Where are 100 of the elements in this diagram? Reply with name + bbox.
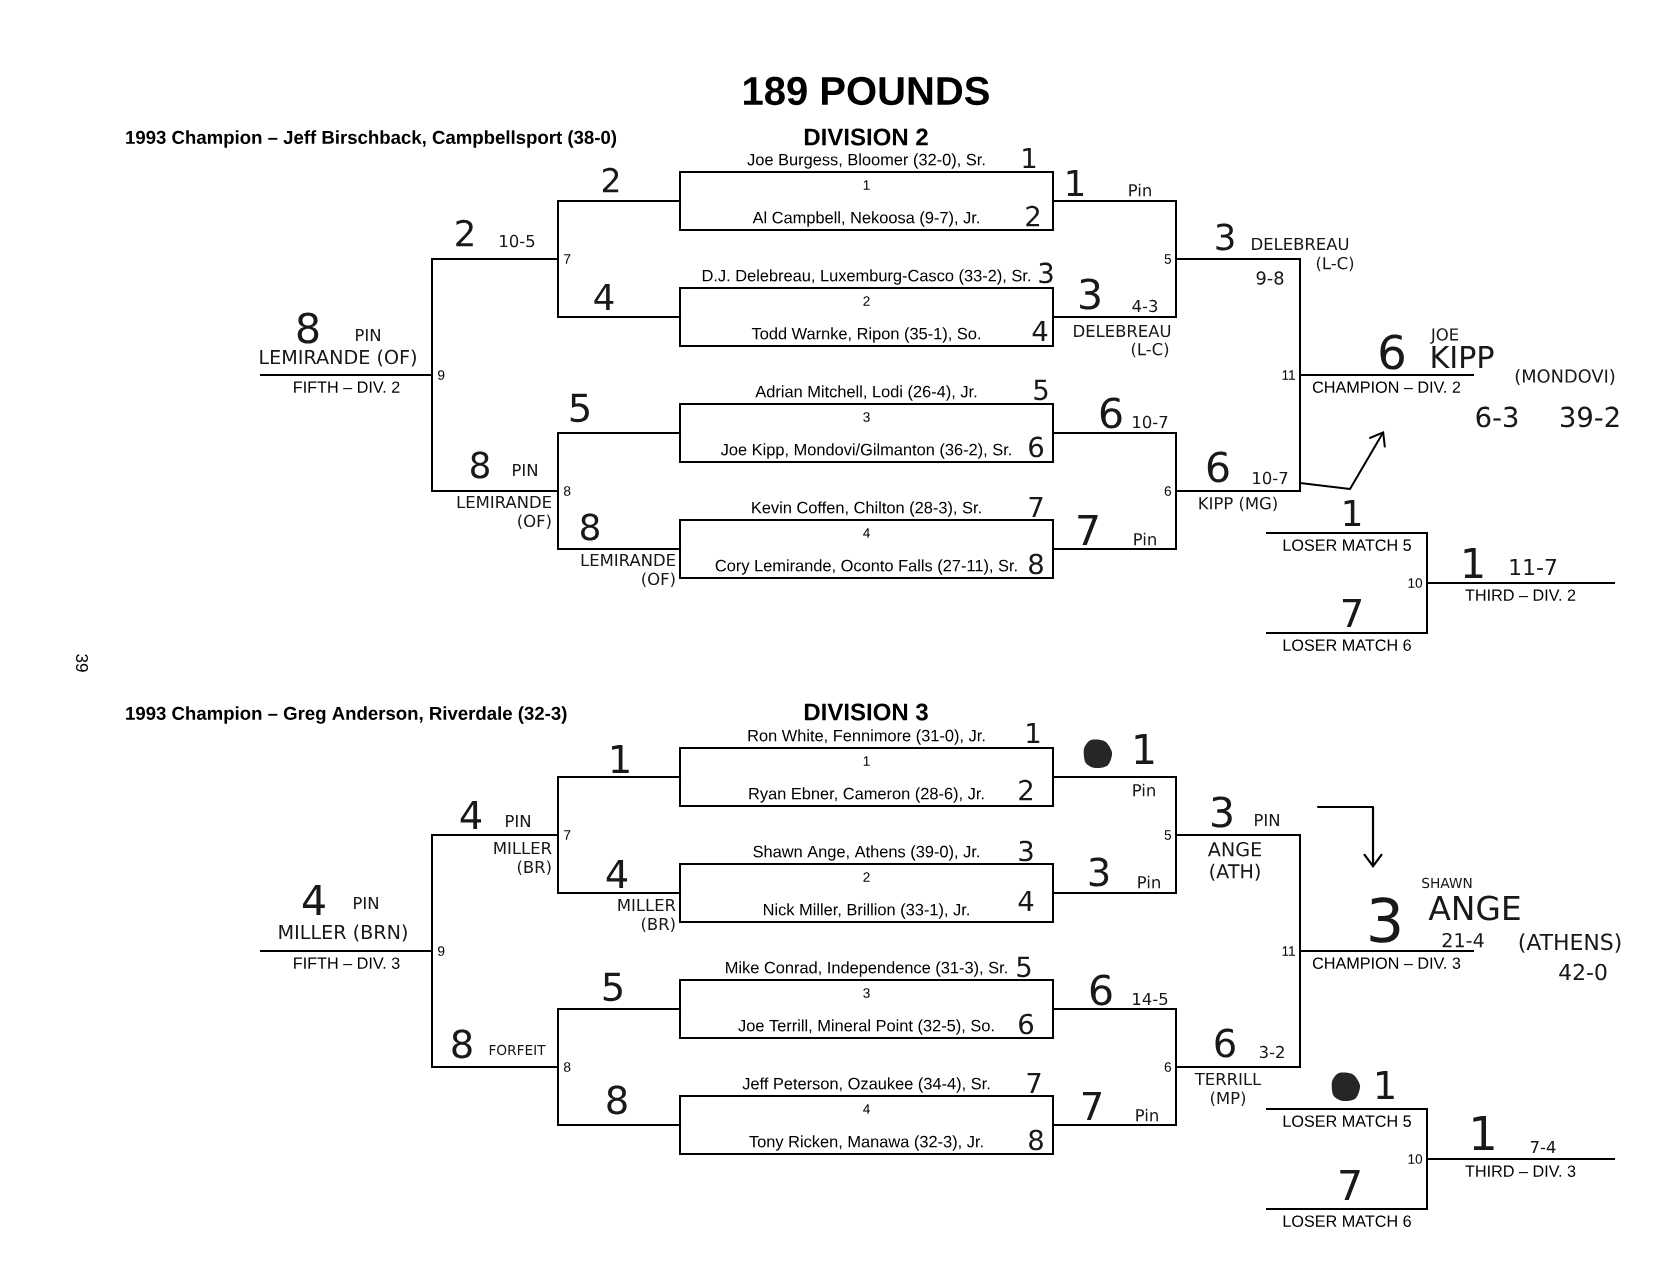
handwritten-note: PIN (356, 329, 380, 341)
place-label: LOSER MATCH 5 (1283, 1115, 1411, 1127)
page-number: 39 (76, 654, 88, 672)
handwritten-number: 5 (1017, 956, 1031, 978)
handwritten-number: 5 (570, 393, 589, 423)
wrestler-name: Ron White, Fennimore (31-0), Jr. (748, 729, 985, 745)
handwritten-note: Pin (1138, 875, 1160, 889)
match-number: 4 (863, 528, 870, 538)
handwritten-number: 3 (1212, 796, 1232, 828)
handwritten-number: 6 (1380, 334, 1404, 370)
handwritten-note: ANGE (ATH) (1207, 842, 1261, 881)
handwritten-number: 8 (581, 513, 599, 541)
handwritten-note: (L-C) (1316, 256, 1354, 272)
handwritten-number: 1 (612, 745, 629, 773)
handwritten-number: 6 (1215, 1028, 1235, 1058)
handwritten-note: DELEBREAU (1074, 324, 1171, 338)
handwritten-note: Pin (1129, 183, 1151, 197)
handwritten-number: 4 (302, 885, 325, 915)
handwritten-number: 2 (456, 219, 473, 247)
arrow (1299, 431, 1386, 490)
bracket-line (1052, 1008, 1177, 1010)
handwritten-note: LEMIRANDE (OF) (581, 554, 675, 588)
bracket-line (1175, 490, 1301, 492)
bracket-line (1299, 374, 1474, 376)
handwritten-note: 14-5 (1133, 992, 1168, 1006)
handwritten-number: 5 (1034, 379, 1048, 401)
match-number: 4 (863, 1104, 870, 1114)
bracket-line (260, 374, 433, 376)
handwritten-note: PIN (506, 815, 530, 827)
place-label: THIRD – DIV. 3 (1465, 1165, 1576, 1177)
bracket-line (1052, 776, 1177, 778)
bracket-line (557, 432, 681, 434)
bracket-line (1052, 200, 1177, 202)
place-label: LOSER MATCH 6 (1283, 1215, 1411, 1227)
handwritten-note: 9-8 (1256, 271, 1284, 285)
match-number: 1 (863, 756, 870, 766)
bracket-line (1052, 316, 1177, 318)
handwritten-number: 2 (1019, 779, 1032, 801)
place-label: CHAMPION – DIV. 2 (1312, 381, 1461, 393)
handwritten-number: 1 (1067, 170, 1084, 196)
handwritten-number: 6 (1207, 451, 1229, 483)
match-number: 6 (1164, 1062, 1171, 1072)
handwritten-note: MILLER (BR) (618, 899, 676, 933)
bracket-line (431, 258, 559, 260)
match-number: 9 (438, 946, 445, 956)
wrestler-name: Tony Ricken, Manawa (32-3), Jr. (749, 1135, 983, 1151)
handwritten-note: PIN (513, 464, 537, 476)
handwritten-number: 3 (1216, 223, 1234, 251)
bracket-line (1052, 1124, 1177, 1126)
handwritten-note: LEMIRANDE (OF) (457, 496, 551, 530)
handwritten-note: ANGE (1428, 895, 1520, 921)
match-number: 8 (564, 1062, 571, 1072)
handwritten-number: 7 (1082, 1092, 1101, 1120)
bracket-line (1175, 1066, 1301, 1068)
match-number: 5 (1164, 830, 1172, 840)
wrestler-name: Joe Terrill, Mineral Point (32-5), So. (738, 1019, 994, 1035)
handwritten-number: 8 (471, 451, 489, 479)
wrestler-name: Al Campbell, Nekoosa (9-7), Jr. (752, 211, 979, 227)
match-number: 3 (863, 988, 870, 998)
match-number: 11 (1282, 946, 1295, 956)
handwritten-note: 42-0 (1559, 963, 1607, 981)
handwritten-note: FORFEIT (489, 1044, 546, 1056)
match-number: 9 (438, 370, 445, 380)
match-number: 7 (564, 830, 571, 840)
place-label: THIRD – DIV. 2 (1465, 589, 1576, 601)
handwritten-note: JOE (1430, 328, 1459, 344)
bracket-line (557, 316, 681, 318)
wrestler-name: Cory Lemirande, Oconto Falls (27-11), Sr. (715, 559, 1017, 575)
match-number: 2 (863, 872, 870, 882)
handwritten-number: 3 (1039, 262, 1053, 284)
bracket-line (1426, 582, 1615, 584)
handwritten-note: Pin (1136, 1108, 1158, 1122)
wrestler-name: Ryan Ebner, Cameron (28-6), Jr. (749, 787, 984, 803)
handwritten-number: 6 (1019, 1013, 1033, 1035)
handwritten-number: 1 (1344, 500, 1361, 526)
handwritten-number: 1 (1464, 548, 1483, 578)
handwritten-note: 4-3 (1132, 299, 1158, 313)
wrestler-name: Mike Conrad, Independence (31-3), Sr. (726, 961, 1007, 977)
wrestler-name: Jeff Peterson, Ozaukee (34-4), Sr. (742, 1077, 990, 1093)
handwritten-number: 6 (1100, 397, 1122, 429)
handwritten-number: 8 (297, 312, 319, 344)
wrestler-name: D.J. Delebreau, Luxemburg-Casco (33-2), Sr. (702, 269, 1030, 285)
handwritten-number: 8 (607, 1085, 627, 1115)
bracket-line (431, 834, 559, 836)
place-label: CHAMPION – DIV. 3 (1312, 957, 1461, 969)
handwritten-note: PIN (1255, 814, 1279, 826)
handwritten-number: 4 (460, 801, 482, 829)
handwritten-note: 10-7 (1253, 471, 1288, 485)
handwritten-number: 7 (1078, 515, 1098, 545)
match-number: 5 (1164, 254, 1172, 264)
place-label: LOSER MATCH 6 (1283, 639, 1411, 651)
handwritten-note: 21-4 (1442, 932, 1484, 948)
handwritten-note: TERRILL (MP) (1194, 1073, 1262, 1107)
division-heading: DIVISION 3 (804, 703, 928, 721)
bracket-line (1426, 1158, 1615, 1160)
handwritten-note: Pin (1134, 532, 1156, 546)
match-number: 6 (1164, 486, 1171, 496)
handwritten-note: (ATHENS) (1519, 933, 1621, 953)
match-number: 3 (863, 412, 870, 422)
handwritten-number: 2 (602, 167, 619, 193)
